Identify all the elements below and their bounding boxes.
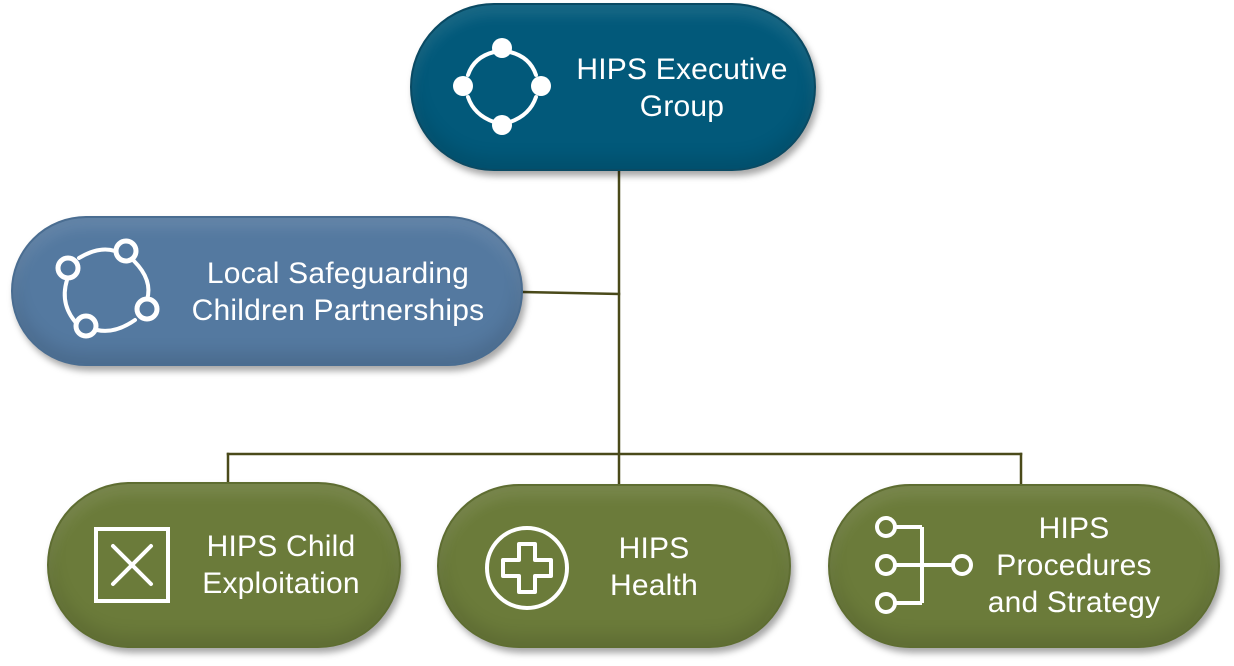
label-line: and Strategy — [987, 586, 1161, 619]
node-hips-health[interactable]: HIPS Health — [437, 484, 791, 648]
label-line: HIPS — [1038, 512, 1110, 545]
node-hips-child-exploitation[interactable]: HIPS Child Exploitation — [47, 482, 401, 648]
medical-cross-icon — [485, 526, 569, 610]
node-hips-executive-group[interactable]: HIPS Executive Group — [410, 3, 816, 171]
node-label: HIPS Procedures and Strategy — [976, 510, 1172, 621]
label-line: Health — [610, 569, 698, 602]
node-label: HIPS Child Exploitation — [185, 528, 377, 602]
network-nodes-icon — [55, 238, 160, 339]
node-label: HIPS Health — [589, 530, 719, 604]
hierarchy-nodes-icon — [875, 516, 973, 614]
label-line: Children Partnerships — [191, 294, 485, 327]
connector-lscp — [521, 290, 621, 296]
label-line: HIPS Executive — [576, 53, 788, 86]
label-line: Exploitation — [202, 567, 360, 600]
x-box-icon — [94, 527, 170, 603]
cycle-nodes-icon — [453, 38, 551, 135]
label-line: HIPS — [618, 532, 690, 565]
label-line: Group — [639, 90, 725, 123]
node-local-safeguarding-children-partnerships[interactable]: Local Safeguarding Children Partnerships — [11, 216, 523, 366]
node-label: HIPS Executive Group — [572, 51, 792, 125]
node-hips-procedures-and-strategy[interactable]: HIPS Procedures and Strategy — [828, 484, 1220, 648]
label-line: HIPS Child — [206, 530, 356, 563]
label-line: Local Safeguarding — [206, 257, 470, 290]
label-line: Procedures — [996, 549, 1152, 582]
node-label: Local Safeguarding Children Partnerships — [173, 255, 503, 329]
